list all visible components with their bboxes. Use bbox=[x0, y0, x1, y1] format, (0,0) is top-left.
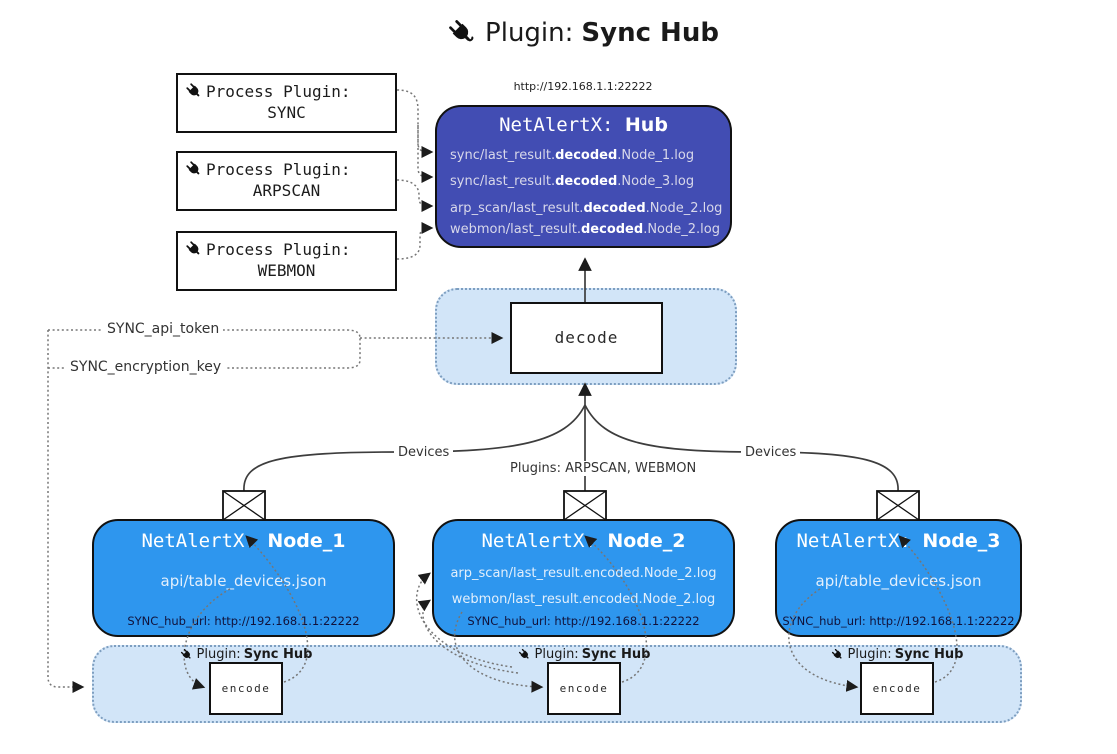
hub-title-mono: NetAlertX: bbox=[499, 114, 625, 136]
band-plugin-label: Plugin: Sync Hub bbox=[161, 647, 331, 662]
process-plugin-name: WEBMON bbox=[257, 261, 316, 280]
plug-icon bbox=[518, 648, 529, 659]
node-title: NetAlertX: Node_1 bbox=[141, 530, 346, 552]
config-label-api-token: SYNC_api_token bbox=[103, 321, 224, 337]
plug-icon bbox=[831, 648, 842, 659]
band-plugin-label: Plugin: Sync Hub bbox=[812, 647, 982, 662]
envelope-icon bbox=[222, 490, 266, 521]
envelope-icon bbox=[876, 490, 920, 521]
node-box-3: NetAlertX: Node_3 api/table_devices.json… bbox=[775, 519, 1022, 637]
node-box-2: NetAlertX: Node_2 arp_scan/last_result.e… bbox=[432, 519, 735, 637]
node-log-line: webmon/last_result.encoded.Node_2.log bbox=[451, 592, 716, 607]
node-title: NetAlertX: Node_2 bbox=[481, 530, 686, 552]
process-plugin-name: SYNC bbox=[267, 103, 306, 122]
plug-icon bbox=[186, 241, 200, 255]
edge-label-plugins: Plugins: ARPSCAN, WEBMON bbox=[506, 461, 701, 476]
plug-icon bbox=[449, 20, 474, 42]
decode-box: decode bbox=[510, 302, 663, 374]
title-text: Plugin: bbox=[485, 18, 574, 48]
node-log-line: api/table_devices.json bbox=[815, 572, 982, 590]
plug-icon bbox=[186, 161, 200, 175]
page-title: Plugin: Sync Hub bbox=[363, 18, 803, 48]
process-plugin-label: Process Plugin: bbox=[206, 160, 351, 179]
process-plugin-label: Process Plugin: bbox=[206, 82, 351, 101]
hub-box: NetAlertX: Hub sync/last_result.decoded.… bbox=[435, 105, 732, 248]
node-title: NetAlertX: Node_3 bbox=[796, 530, 1001, 552]
node-box-1: NetAlertX: Node_1 api/table_devices.json… bbox=[92, 519, 395, 637]
band-plugin-label: Plugin: Sync Hub bbox=[499, 647, 669, 662]
plug-icon bbox=[186, 83, 200, 97]
hub-title: NetAlertX: Hub bbox=[437, 114, 730, 136]
process-plugin-box-webmon: Process Plugin: WEBMON bbox=[176, 231, 397, 291]
encode-box-3: encode bbox=[860, 662, 934, 715]
edge-label-devices-right: Devices bbox=[741, 445, 801, 460]
process-plugin-name: ARPSCAN bbox=[252, 181, 321, 200]
node-log-line: arp_scan/last_result.encoded.Node_2.log bbox=[450, 566, 717, 581]
node-log-line: api/table_devices.json bbox=[160, 572, 327, 590]
encode-box-1: encode bbox=[209, 662, 283, 715]
envelope-icon bbox=[563, 490, 607, 521]
node-hub-url: SYNC_hub_url: http://192.168.1.1:22222 bbox=[782, 614, 1015, 628]
hub-log-line: sync/last_result.decoded.Node_3.log bbox=[450, 174, 695, 189]
process-plugin-box-arpscan: Process Plugin: ARPSCAN bbox=[176, 151, 397, 211]
plug-icon bbox=[180, 648, 191, 659]
edge-process-to-hub bbox=[396, 89, 434, 260]
hub-url-label: http://192.168.1.1:22222 bbox=[513, 80, 653, 93]
node-hub-url: SYNC_hub_url: http://192.168.1.1:22222 bbox=[127, 614, 360, 628]
process-plugin-box-sync: Process Plugin: SYNC bbox=[176, 73, 397, 133]
hub-title-bold: Hub bbox=[624, 114, 668, 136]
node-hub-url: SYNC_hub_url: http://192.168.1.1:22222 bbox=[467, 614, 700, 628]
title-bold: Sync Hub bbox=[581, 18, 719, 48]
edge-label-devices-left: Devices bbox=[394, 445, 454, 460]
encode-box-2: encode bbox=[547, 662, 621, 715]
config-label-encryption-key: SYNC_encryption_key bbox=[66, 359, 226, 375]
hub-log-line: webmon/last_result.decoded.Node_2.log bbox=[450, 222, 720, 237]
hub-log-line: arp_scan/last_result.decoded.Node_2.log bbox=[450, 201, 723, 216]
hub-log-line: sync/last_result.decoded.Node_1.log bbox=[450, 148, 695, 163]
process-plugin-label: Process Plugin: bbox=[206, 240, 351, 259]
